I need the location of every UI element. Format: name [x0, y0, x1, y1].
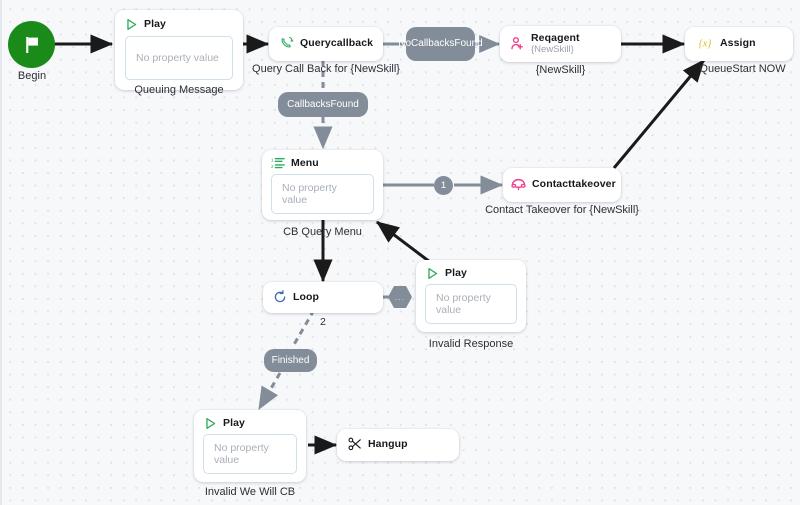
variable-x-icon: {x}	[696, 36, 714, 50]
node-title: Menu	[291, 156, 319, 169]
property-placeholder: No property value	[436, 292, 491, 316]
node-queuing-message-caption: Queuing Message	[134, 84, 224, 96]
edge-label-loop-count: 2	[320, 316, 326, 328]
phone-callback-icon	[280, 36, 294, 50]
node-header: Loop	[263, 282, 383, 312]
node-title: Play	[445, 267, 467, 280]
node-invalid-we-will-cb[interactable]: Play No property value	[194, 410, 306, 482]
node-querycallback-caption: Query Call Back for {NewSkill}	[252, 63, 400, 75]
node-header: Play	[115, 10, 243, 36]
node-title: Hangup	[368, 437, 408, 450]
node-invalid-response-caption: Invalid Response	[428, 338, 514, 350]
scissors-cut-icon	[348, 437, 362, 451]
start-node[interactable]	[8, 21, 55, 68]
node-header: 1 2 Menu	[262, 150, 383, 174]
node-invalid-response[interactable]: Play No property value	[416, 260, 526, 332]
property-placeholder: No property value	[282, 182, 337, 206]
edge-label-finished[interactable]: Finished	[264, 349, 317, 372]
property-field[interactable]: No property value	[203, 434, 297, 474]
loop-refresh-icon	[273, 290, 287, 304]
node-title: Reqagent	[531, 32, 580, 44]
start-node-caption: Begin	[17, 70, 47, 82]
flag-icon	[22, 34, 42, 56]
telephone-icon	[511, 177, 526, 191]
node-header: Reqagent {NewSkill}	[500, 26, 621, 62]
node-title: Loop	[293, 290, 320, 303]
node-queuing-message[interactable]: Play No property value	[115, 10, 243, 90]
node-hangup[interactable]: Hangup	[337, 429, 459, 461]
node-contacttakeover-caption: Contact Takeover for {NewSkill}	[485, 204, 639, 216]
svg-text:2: 2	[271, 164, 274, 169]
property-field[interactable]: No property value	[125, 36, 233, 80]
node-invalid-we-will-cb-caption: Invalid We Will CB	[204, 486, 296, 498]
node-assign-caption: QueueStart NOW	[699, 63, 786, 75]
edge-label-no-callbacks-found[interactable]: NoCallbacksFound	[398, 27, 483, 61]
property-field[interactable]: No property value	[271, 174, 374, 214]
edge-finished-to-invalid-we-will-cb	[257, 372, 282, 411]
node-header: Querycallback	[269, 27, 383, 59]
svg-text:1: 1	[271, 158, 274, 163]
node-title: Querycallback	[300, 36, 374, 49]
node-reqagent-caption: {NewSkill}	[535, 64, 586, 76]
node-loop[interactable]: Loop	[263, 282, 383, 313]
property-placeholder: No property value	[214, 442, 269, 466]
node-header: {x} Assign	[685, 27, 793, 59]
person-plus-icon	[510, 36, 525, 51]
node-cb-query-menu-caption: CB Query Menu	[283, 226, 362, 238]
edge-label-menu-option-one[interactable]: 1	[434, 176, 453, 195]
edge-loop-to-finished	[290, 309, 316, 349]
play-triangle-icon	[204, 417, 217, 430]
node-title: Assign	[720, 36, 756, 49]
node-querycallback[interactable]: Querycallback	[269, 27, 383, 61]
property-placeholder: No property value	[136, 52, 219, 64]
edge-label-callbacks-found[interactable]: CallbacksFound	[278, 92, 368, 117]
node-assign[interactable]: {x} Assign	[685, 27, 793, 61]
node-contacttakeover[interactable]: Contacttakeover	[503, 168, 621, 202]
node-header: Hangup	[337, 429, 459, 459]
svg-text:{x}: {x}	[699, 39, 713, 50]
play-triangle-icon	[426, 267, 439, 280]
node-header: Contacttakeover	[503, 168, 621, 200]
node-title: Play	[223, 417, 245, 430]
numbered-list-icon: 1 2	[271, 156, 285, 170]
node-title: Contacttakeover	[532, 177, 616, 190]
node-subtitle: {NewSkill}	[531, 44, 574, 56]
node-header: Play	[194, 410, 306, 434]
node-header: Play	[416, 260, 526, 284]
node-cb-query-menu[interactable]: 1 2 Menu No property value	[262, 150, 383, 220]
node-reqagent[interactable]: Reqagent {NewSkill}	[500, 26, 621, 62]
edge-label-loop-dots[interactable]: ...	[388, 286, 412, 308]
node-title-group: Reqagent {NewSkill}	[531, 32, 580, 56]
play-triangle-icon	[125, 18, 138, 31]
node-title: Play	[144, 18, 166, 31]
edge-invalid-response-to-menu	[376, 220, 431, 264]
property-field[interactable]: No property value	[425, 284, 517, 324]
